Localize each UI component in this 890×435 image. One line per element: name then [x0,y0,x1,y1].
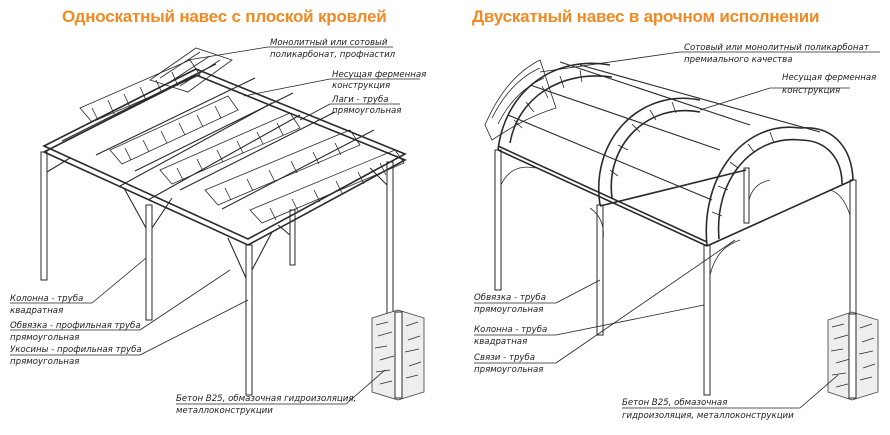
label-right-ties-2: прямоугольная [474,365,543,375]
label-left-purlins-2: прямоугольная [332,106,401,116]
left-roof-sheet-hatch [159,51,221,87]
label-left-braces-2: прямоугольная [10,357,79,367]
label-right-truss-2: конструкция [782,86,840,96]
left-trusses [79,59,405,224]
label-right-ties-1: Связи - труба [474,353,535,363]
right-labels: Сотовый или монолитный поликарбонат прем… [474,43,876,421]
label-left-concrete-1: Бетон В25, обмазочная гидроизоляция, [176,394,356,404]
left-roof-sheet [149,47,233,93]
right-leader-lines [474,51,880,409]
right-ties [507,61,821,201]
title-single-slope: Односкатный навес с плоской кровлей [62,7,387,26]
label-left-truss-2: конструкция [332,81,390,91]
left-braces [46,157,388,279]
single-slope-canopy-drawing [40,47,425,401]
arched-canopy-drawing [484,59,879,401]
label-right-frame-2: прямоугольная [474,305,543,315]
label-left-column-2: квадратная [10,306,63,316]
left-labels: Монолитный или сотовый поликарбонат, про… [10,38,426,416]
label-left-roofing-2: поликарбонат, профнастил [270,50,396,60]
right-column-braces [500,166,851,276]
label-left-frame-1: Обвязка - профильная труба [10,321,141,331]
label-right-roofing-2: премиального качества [684,55,793,65]
right-concrete-foundation [827,311,879,401]
label-right-column-2: квадратная [474,337,527,347]
label-right-frame-1: Обвязка - труба [474,293,546,303]
right-polycarbonate-sheet [484,59,557,141]
label-left-truss-1: Несущая ферменная [332,70,426,80]
label-left-frame-2: прямоугольная [10,333,79,343]
label-left-column-1: Колонна - труба [10,294,83,304]
left-frame [42,68,407,246]
label-left-purlins-1: Лаги - труба [331,95,389,105]
label-right-roofing-1: Сотовый или монолитный поликарбонат [684,43,870,53]
title-arched: Двускатный навес в арочном исполнении [472,7,820,26]
label-left-concrete-2: металлоконструкции [176,406,273,416]
label-left-roofing-1: Монолитный или сотовый [270,38,388,48]
label-left-braces-1: Укосины - профильная труба [10,345,142,355]
label-right-concrete-2: гидроизоляция, металлоконструкции [622,411,794,421]
left-purlins [61,63,375,210]
label-right-truss-1: Несущая ферменная [782,73,876,83]
right-frame [497,145,854,247]
label-right-concrete-1: Бетон В25, обмазочная [622,398,727,408]
label-right-column-1: Колонна - труба [474,325,547,335]
right-sheet-hatch [491,67,545,125]
left-leader-lines [10,46,420,405]
left-concrete-foundation [371,309,425,401]
